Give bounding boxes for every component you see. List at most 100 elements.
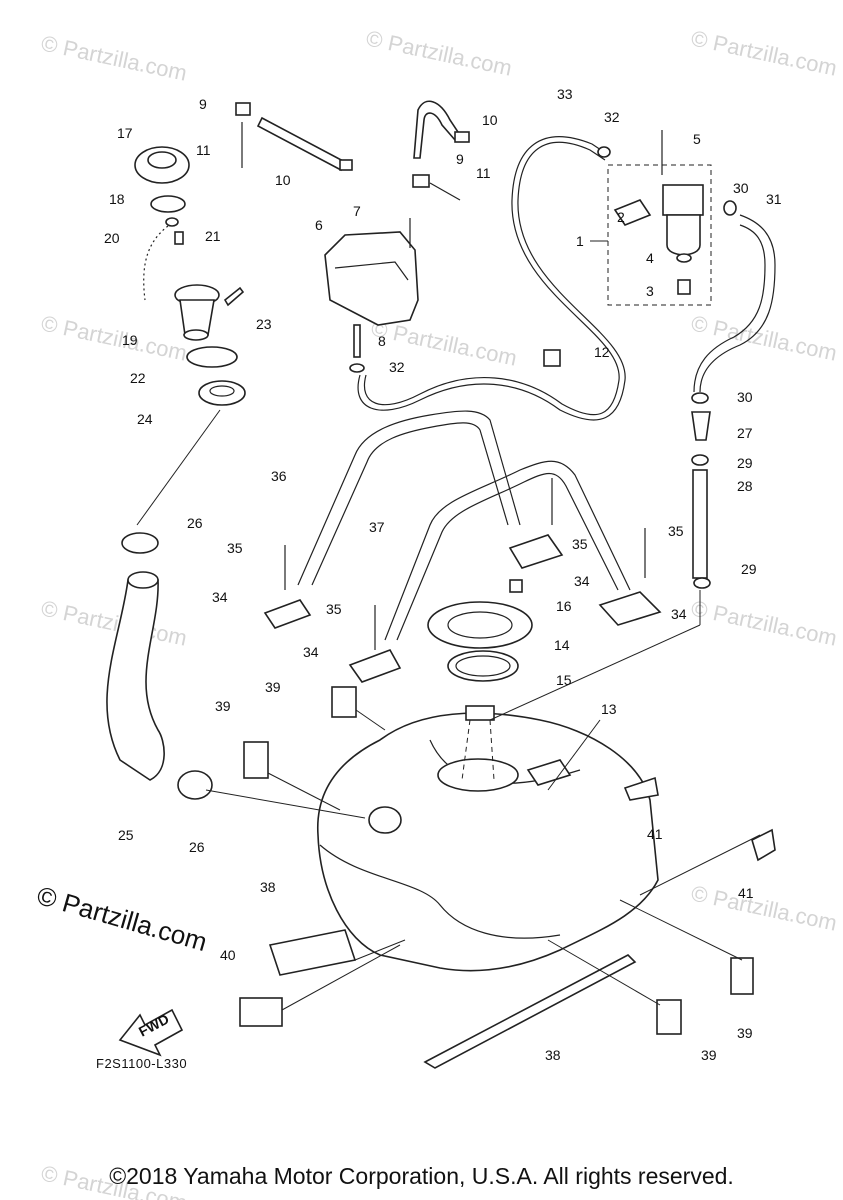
leader-line: [639, 834, 761, 896]
callout-3: 3: [646, 283, 654, 299]
callout-24: 24: [137, 411, 153, 427]
callout-34-a: 34: [212, 589, 228, 605]
clamp-29-top: [691, 454, 709, 466]
callout-29-top: 29: [737, 455, 753, 471]
callout-8: 8: [378, 333, 386, 349]
leader-line: [136, 409, 221, 526]
callout-32-left: 32: [389, 359, 405, 375]
callout-38-right: 38: [545, 1047, 561, 1063]
pump-parts: [427, 579, 533, 682]
filler-hose-group: [106, 409, 221, 800]
callout-16: 16: [556, 598, 572, 614]
hose-33-shape-inner: [363, 136, 620, 416]
fuel-tank-body: [317, 712, 659, 972]
clamp-30-bottom: [691, 392, 709, 404]
callout-29-bottom: 29: [741, 561, 757, 577]
fuel-tank: [317, 705, 659, 972]
callout-11-right: 11: [476, 165, 491, 181]
fuel-cap-assembly: [134, 146, 246, 406]
fwd-arrow-icon: [118, 1008, 184, 1057]
tank-pump-opening: [437, 758, 519, 792]
callout-33: 33: [557, 86, 573, 102]
callout-10-right: 10: [482, 112, 498, 128]
gasket-15-hole: [455, 655, 511, 677]
bracket-34-a: [263, 599, 312, 629]
pad-38-right: [423, 954, 637, 1069]
bolt-23-shape: [223, 286, 245, 307]
watermark: © Partzilla.com: [364, 25, 514, 80]
hose-31-shape: [699, 214, 776, 393]
plate-14-shape: [427, 601, 533, 649]
callout-39-a: 39: [265, 679, 281, 695]
rivet-11-right: [429, 182, 461, 201]
callout-26-top: 26: [187, 515, 203, 531]
pin-8-shape: [353, 324, 361, 358]
tether-ring-shape: [165, 217, 179, 227]
callout-34-d: 34: [671, 606, 687, 622]
callout-27: 27: [737, 425, 753, 441]
callout-1: 1: [576, 233, 584, 249]
clamp-26-bottom: [177, 770, 213, 800]
cable-tie-10-right: [413, 100, 462, 159]
callout-35-d: 35: [668, 523, 684, 539]
clamp-26-top: [121, 532, 159, 554]
clamp-30-top: [723, 200, 737, 216]
fuel-sender-top: [465, 705, 495, 721]
cable-ties-group: [235, 100, 470, 201]
sender-guide: [461, 719, 471, 781]
cover-6-shape: [324, 231, 419, 326]
callout-9-right: 9: [456, 151, 464, 167]
hose-31-shape-inner: [693, 224, 766, 393]
pad-39-a: [331, 686, 357, 718]
callout-39-d: 39: [701, 1047, 717, 1063]
callout-25: 25: [118, 827, 134, 843]
pad-39-d: [656, 999, 682, 1035]
diagram-code: F2S1100-L330: [96, 1056, 188, 1071]
callout-34-c: 34: [303, 644, 319, 660]
callout-41-a: 41: [647, 826, 663, 842]
callout-35-a: 35: [227, 540, 243, 556]
tank-pad: [526, 759, 572, 786]
gasket-22-shape: [186, 346, 238, 368]
holder-9-left: [235, 102, 251, 116]
hose-25-shape: [106, 579, 165, 781]
fuel-cap-top: [147, 151, 177, 169]
clip-12-shape: [543, 349, 561, 367]
nut-24-hole: [209, 385, 235, 397]
band-37-shape-inner: [396, 472, 619, 641]
callout-35-b: 35: [572, 536, 588, 552]
leader-line: [267, 772, 341, 811]
hose-33-shape: [357, 141, 626, 421]
callout-13: 13: [601, 701, 617, 717]
callout-35-c: 35: [326, 601, 342, 617]
bracket-34-b: [508, 534, 564, 569]
watermark: © Partzilla.com: [689, 880, 839, 935]
tank-bands: [263, 410, 662, 683]
callout-15: 15: [556, 672, 572, 688]
callout-39-b: 39: [215, 698, 231, 714]
callout-30-top: 30: [733, 180, 749, 196]
clamp-32-right: [597, 146, 611, 158]
callout-38-left: 38: [260, 879, 276, 895]
filler-neck-bottom: [183, 329, 209, 341]
callout-23: 23: [256, 316, 272, 332]
watermark: © Partzilla.com: [689, 310, 839, 365]
callout-37: 37: [369, 519, 385, 535]
callout-17: 17: [117, 125, 133, 141]
callout-22: 22: [130, 370, 146, 386]
screw-21-shape: [174, 231, 184, 245]
hose-25-end: [127, 571, 159, 589]
watermark: © Partzilla.com: [689, 595, 839, 650]
cable-tie-10-head: [339, 159, 353, 171]
filter-assembly-box: [607, 164, 712, 306]
callout-26-bottom: 26: [189, 839, 205, 855]
cap-gasket-shape: [150, 195, 186, 213]
watermark: © Partzilla.com: [39, 310, 189, 365]
nut-16-shape: [509, 579, 523, 593]
callout-2: 2: [617, 209, 625, 225]
pipe-28-shape: [692, 469, 708, 579]
leader-line: [355, 709, 386, 731]
cover-group: [324, 218, 561, 373]
leader-line: [281, 944, 401, 1011]
